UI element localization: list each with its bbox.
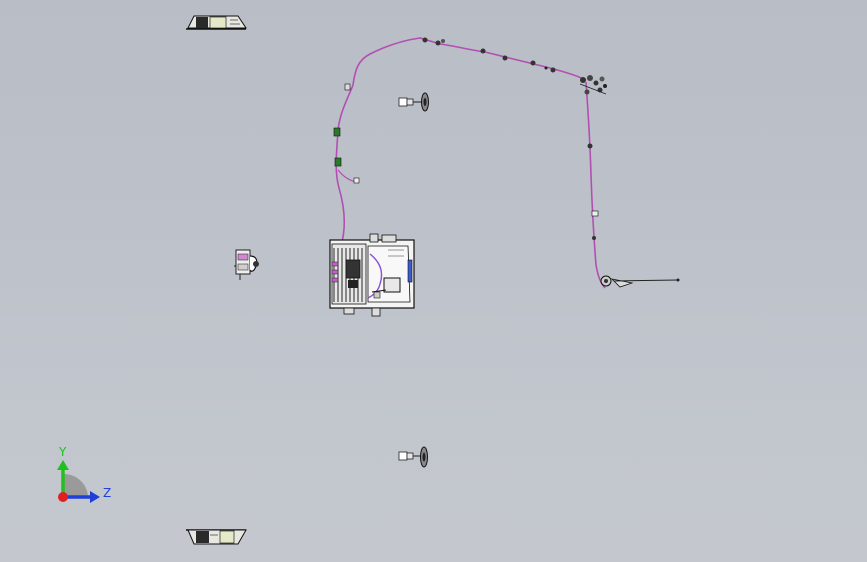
z-axis-arrowhead <box>90 491 100 503</box>
side-connector[interactable] <box>234 249 259 280</box>
upper-speaker-connector[interactable] <box>398 92 429 112</box>
bottom-light-bracket[interactable] <box>186 529 247 545</box>
antenna-rod[interactable] <box>600 275 680 288</box>
wire-harness[interactable] <box>333 37 607 289</box>
orientation-triad[interactable]: Y Z <box>57 445 111 503</box>
control-module[interactable] <box>329 233 415 317</box>
lower-speaker-connector[interactable] <box>398 446 428 468</box>
top-light-bracket[interactable] <box>186 15 247 30</box>
y-axis-arrowhead <box>57 460 69 470</box>
y-axis-label: Y <box>58 445 67 459</box>
z-axis-label: Z <box>103 486 111 500</box>
harness-junction[interactable] <box>579 75 607 95</box>
x-axis-indicator <box>58 492 68 502</box>
triad-quadrant <box>63 473 88 497</box>
